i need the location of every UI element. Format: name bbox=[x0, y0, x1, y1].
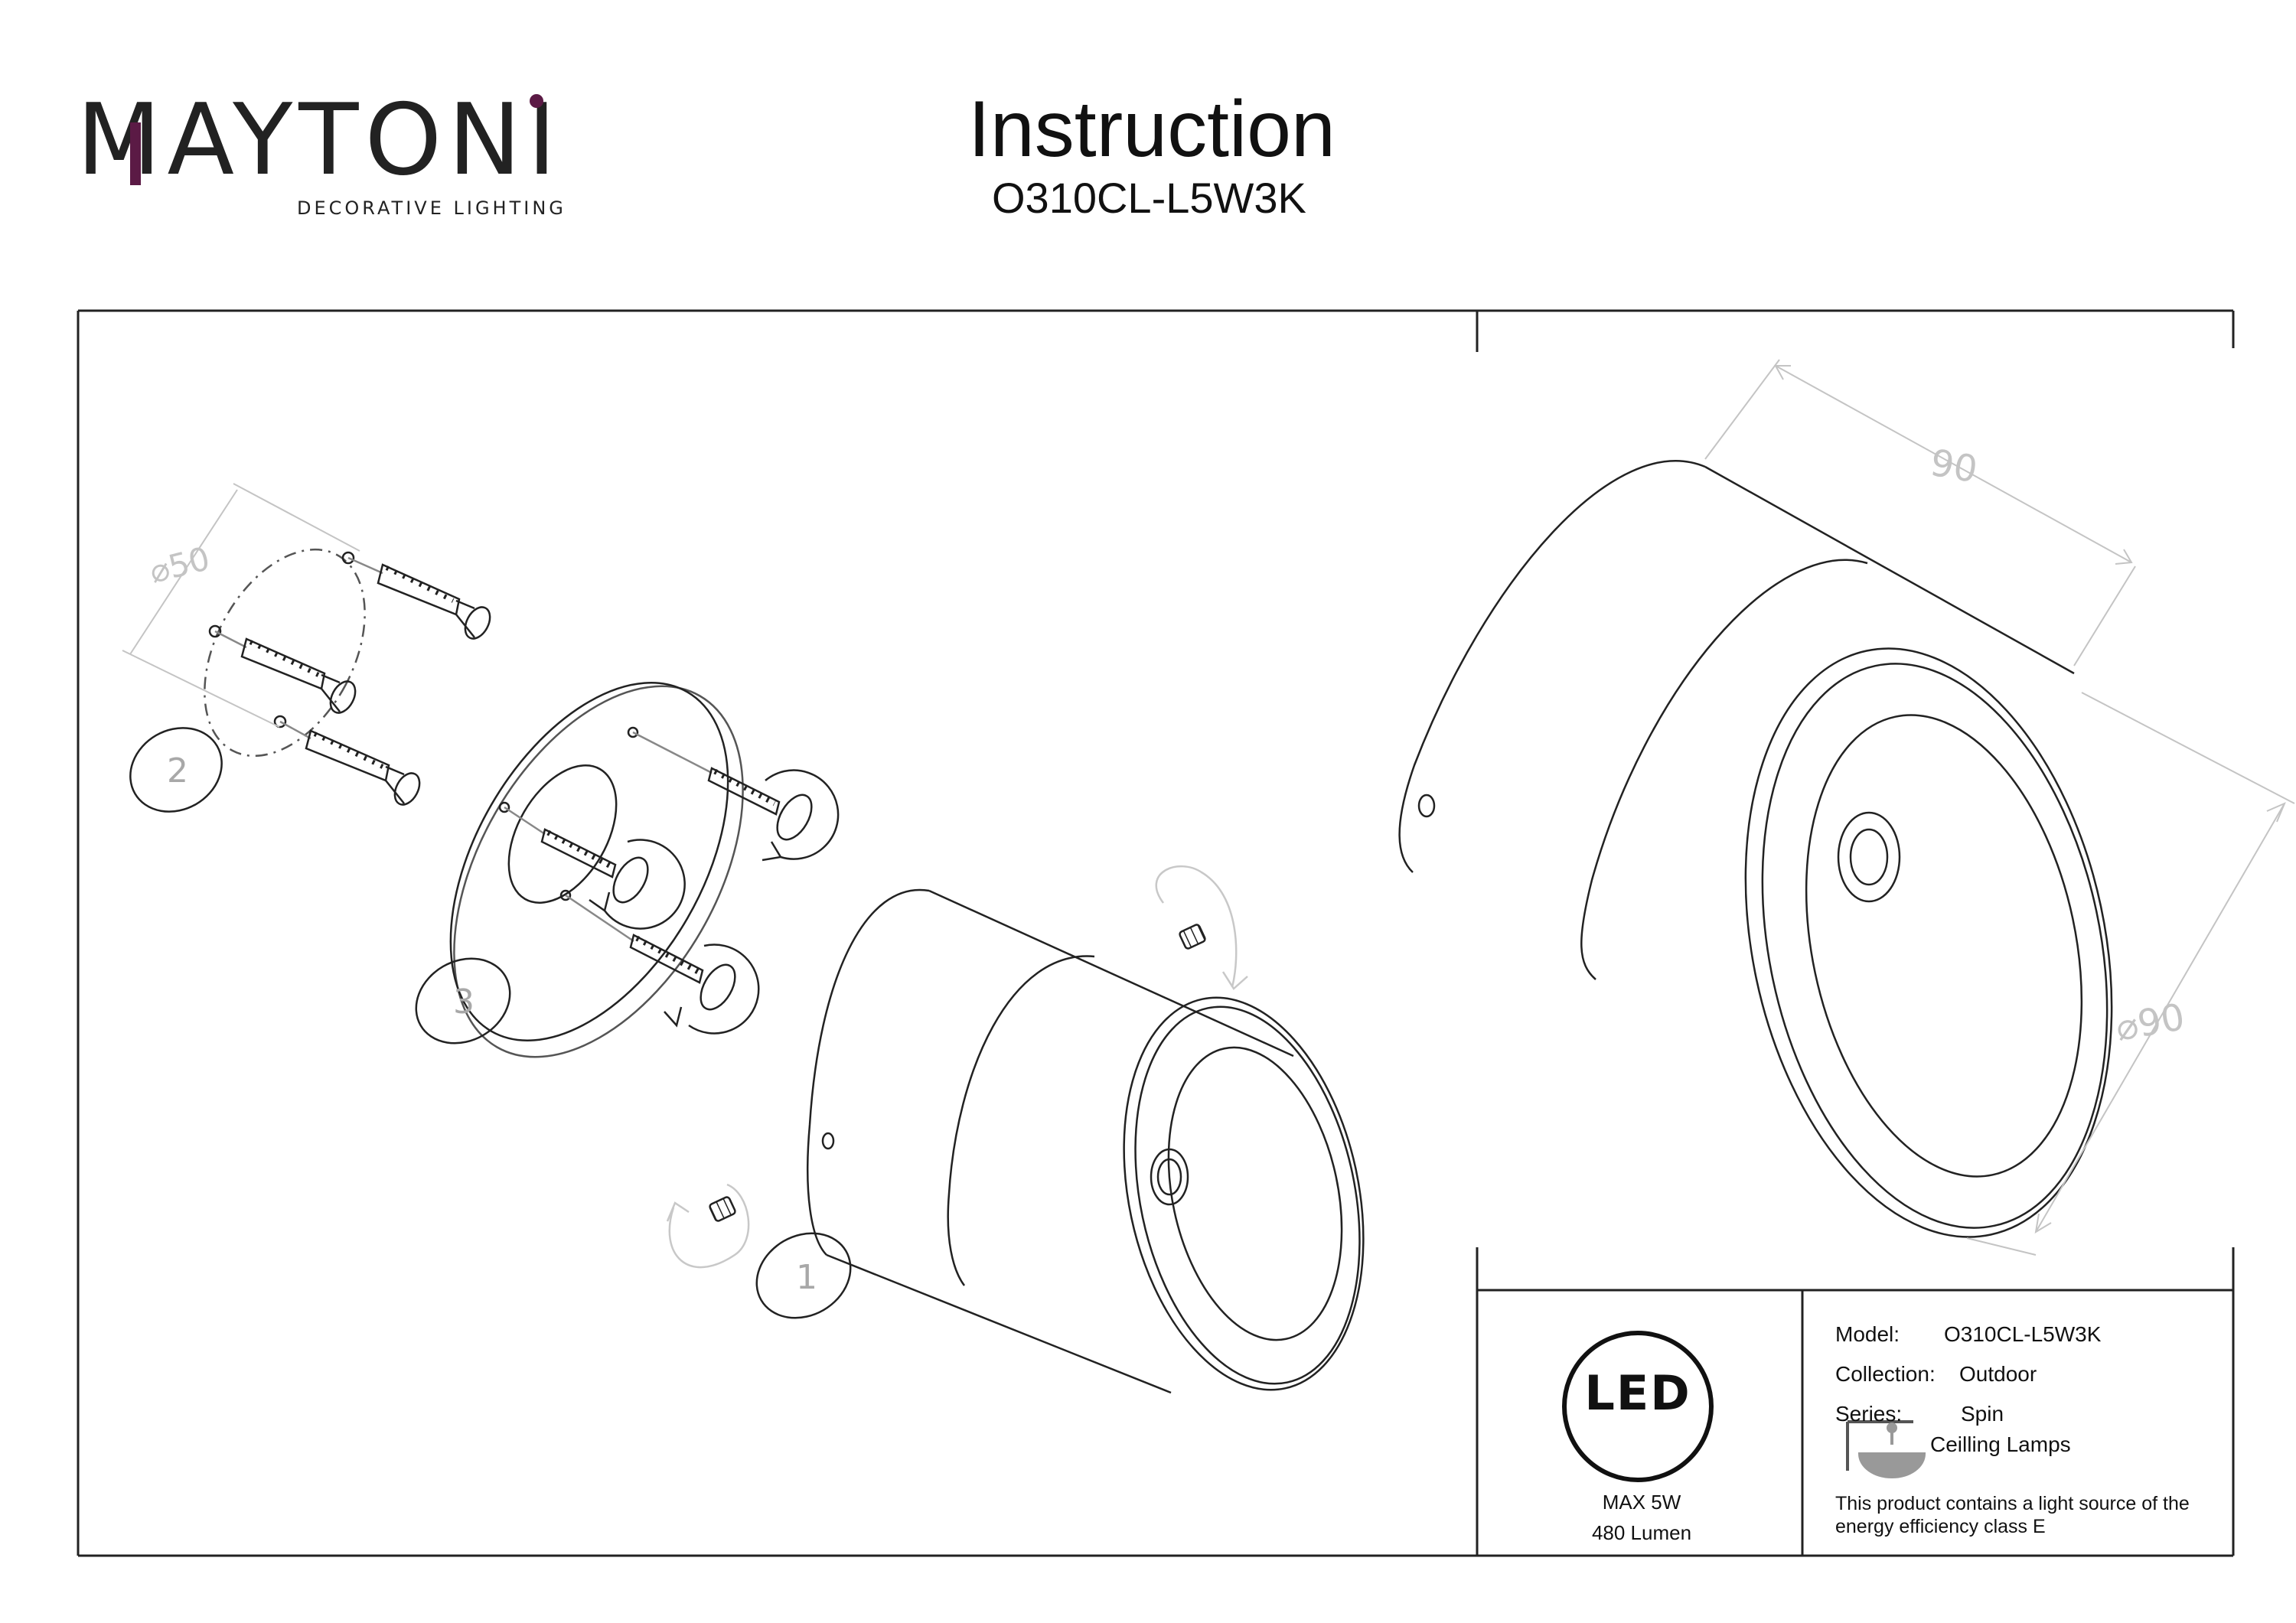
page-title: Instruction bbox=[968, 85, 1336, 174]
step-2-number: 2 bbox=[167, 751, 188, 790]
led-badge: LED bbox=[1561, 1316, 1714, 1469]
max-power: MAX 5W bbox=[1602, 1491, 1681, 1514]
series-value: Spin bbox=[1961, 1402, 2004, 1426]
logo-wordmark: MAYTONI bbox=[77, 83, 563, 197]
model-code: O310CL-L5W3K bbox=[992, 174, 1306, 222]
logo-accent-mark bbox=[130, 122, 141, 185]
model-value: O310CL-L5W3K bbox=[1944, 1322, 2102, 1346]
led-badge-text: LED bbox=[1584, 1364, 1691, 1421]
lamp-body-large bbox=[1398, 460, 2113, 1238]
step-2-callout bbox=[129, 727, 223, 813]
lumen-output: 480 Lumen bbox=[1591, 1521, 1692, 1544]
step-1-number: 1 bbox=[796, 1258, 817, 1297]
diameter-label: ⌀90 bbox=[2112, 996, 2187, 1050]
logo-tagline: DECORATIVE LIGHTING bbox=[297, 197, 566, 219]
maytoni-logo: MAYTONI DECORATIVE LIGHTING bbox=[77, 92, 563, 222]
mounting-anchors bbox=[204, 548, 491, 806]
length-label: 90 bbox=[1927, 442, 1981, 492]
energy-efficiency-note: This product contains a light source of … bbox=[1835, 1493, 2190, 1537]
model-label: Model: bbox=[1835, 1322, 1900, 1346]
step-1-callout bbox=[755, 1232, 852, 1319]
large-lamp-dimensions bbox=[1704, 359, 2295, 1256]
mount-diameter-label: ⌀50 bbox=[146, 539, 214, 591]
rotation-arrows bbox=[666, 865, 1248, 1269]
mount-dimension bbox=[122, 483, 360, 728]
screws bbox=[504, 731, 840, 1035]
collection-value: Outdoor bbox=[1959, 1362, 2037, 1386]
step-3-callout bbox=[415, 957, 511, 1045]
lamp-type: Ceilling Lamps bbox=[1930, 1432, 2071, 1456]
drawing-frame bbox=[77, 309, 2235, 1557]
step-3-number: 3 bbox=[453, 983, 475, 1022]
grub-screws bbox=[709, 924, 1206, 1222]
ceiling-lamp-icon bbox=[1846, 1420, 1926, 1478]
led-badge-ring bbox=[1562, 1331, 1714, 1482]
series-label: Series: bbox=[1835, 1402, 1903, 1426]
collection-label: Collection: bbox=[1835, 1362, 1936, 1386]
mounting-plate bbox=[449, 682, 744, 1058]
logo-dot bbox=[530, 94, 543, 108]
lamp-body-small bbox=[807, 888, 1365, 1394]
